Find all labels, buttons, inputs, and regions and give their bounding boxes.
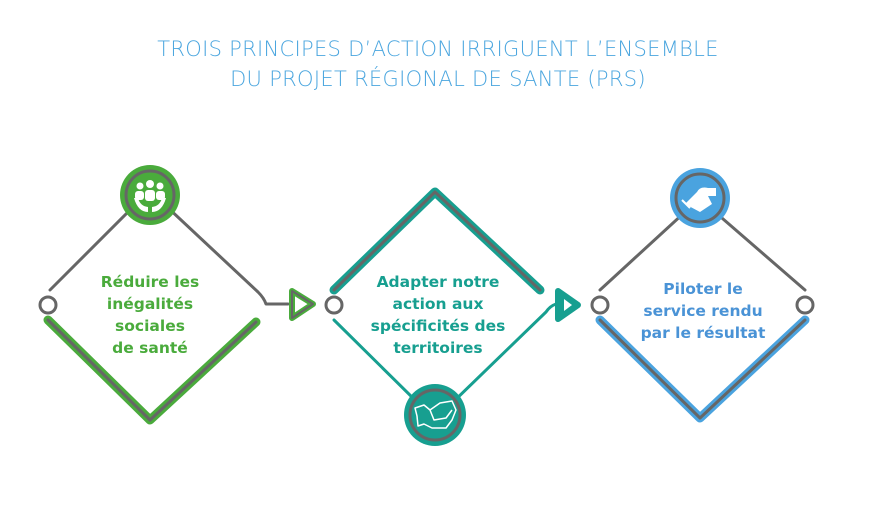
connector-node xyxy=(324,295,344,315)
diamond-reduire xyxy=(38,203,316,425)
label-line: action aux xyxy=(392,295,484,313)
connector-node xyxy=(590,295,610,315)
label-line: spécificités des xyxy=(370,317,506,335)
diamond-piloter xyxy=(590,210,815,423)
label-line: de santé xyxy=(112,339,188,357)
region-map-icon xyxy=(404,384,466,446)
title-line-1: TROIS PRINCIPES D’ACTION IRRIGUENT L’ENS… xyxy=(157,37,719,61)
connector-node xyxy=(38,295,58,315)
label-line: Réduire les xyxy=(100,273,200,291)
page-title: TROIS PRINCIPES D’ACTION IRRIGUENT L’ENS… xyxy=(0,34,876,94)
label-line: Piloter le xyxy=(663,280,743,298)
label-line: par le résultat xyxy=(640,324,766,342)
label-line: sociales xyxy=(115,317,185,335)
label-line: Adapter notre xyxy=(376,273,500,291)
title-line-2: DU PROJET RÉGIONAL DE SANTE (PRS) xyxy=(230,67,646,91)
label-line: service rendu xyxy=(643,302,763,320)
label-line: territoires xyxy=(393,339,483,357)
people-in-hands-icon xyxy=(120,165,180,225)
principle-label-reduire: Réduire les inégalités sociales de santé xyxy=(60,271,240,359)
principle-label-piloter: Piloter le service rendu par le résultat xyxy=(613,278,793,344)
principle-label-adapter: Adapter notre action aux spécificités de… xyxy=(348,271,528,359)
diamond-adapter xyxy=(324,187,581,407)
connector-node xyxy=(795,295,815,315)
handshake-icon xyxy=(670,168,730,228)
arrow-icon xyxy=(289,288,316,321)
label-line: inégalités xyxy=(106,295,194,313)
